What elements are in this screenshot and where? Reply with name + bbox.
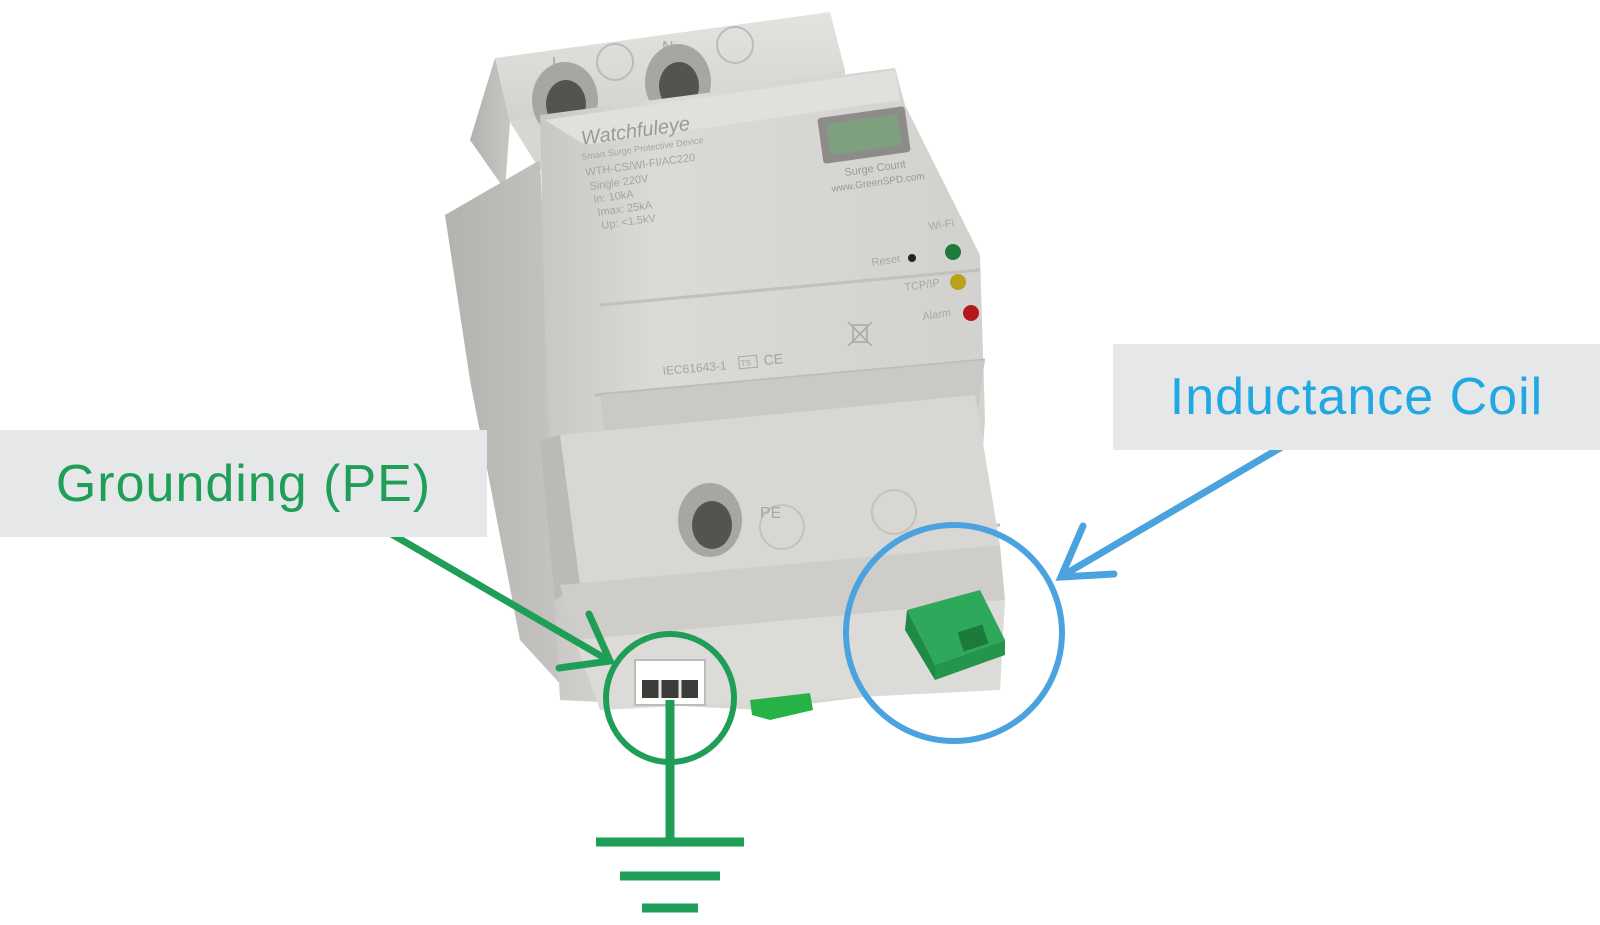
grounding-callout-text: Grounding (PE) <box>55 454 432 513</box>
alarm-led-icon <box>963 305 979 321</box>
surge-counter-display <box>817 106 911 164</box>
reset-button-icon <box>908 254 916 262</box>
terminal-label-n: N <box>662 39 674 56</box>
ts-mark: TS <box>740 358 751 368</box>
inductance-highlight-circle <box>843 522 1065 744</box>
lower-tier <box>560 395 1000 585</box>
grounding-arrow <box>384 528 616 672</box>
ground-symbol-icon <box>596 700 744 913</box>
inductance-arrow <box>1055 437 1296 581</box>
weee-bin-icon <box>847 321 873 347</box>
indicator-label-alarm: Alarm <box>922 307 952 323</box>
ce-mark: CE <box>763 350 784 368</box>
inductance-connector <box>905 590 1005 680</box>
pe-terminal-hole <box>678 483 742 557</box>
inductance-callout: Inductance Coil <box>1113 344 1600 450</box>
grounding-socket <box>634 659 706 706</box>
reset-label: Reset <box>871 253 901 269</box>
tcpip-led-icon <box>950 274 966 290</box>
spec-line-2: In: 10kA <box>593 188 635 206</box>
wifi-led-icon <box>945 244 961 260</box>
standard-text: IEC61643-1 <box>662 358 727 378</box>
terminal-label-pe: PE <box>760 505 781 522</box>
indicator-label-wifi: Wi-Fi <box>928 218 955 233</box>
indicator-label-tcpip: TCP/IP <box>904 277 941 294</box>
din-rail-clip <box>750 693 813 720</box>
inductance-callout-text: Inductance Coil <box>1169 368 1544 426</box>
grounding-callout: Grounding (PE) <box>0 430 487 537</box>
device-left-side <box>445 160 575 700</box>
terminal-label-l: L <box>552 55 561 72</box>
